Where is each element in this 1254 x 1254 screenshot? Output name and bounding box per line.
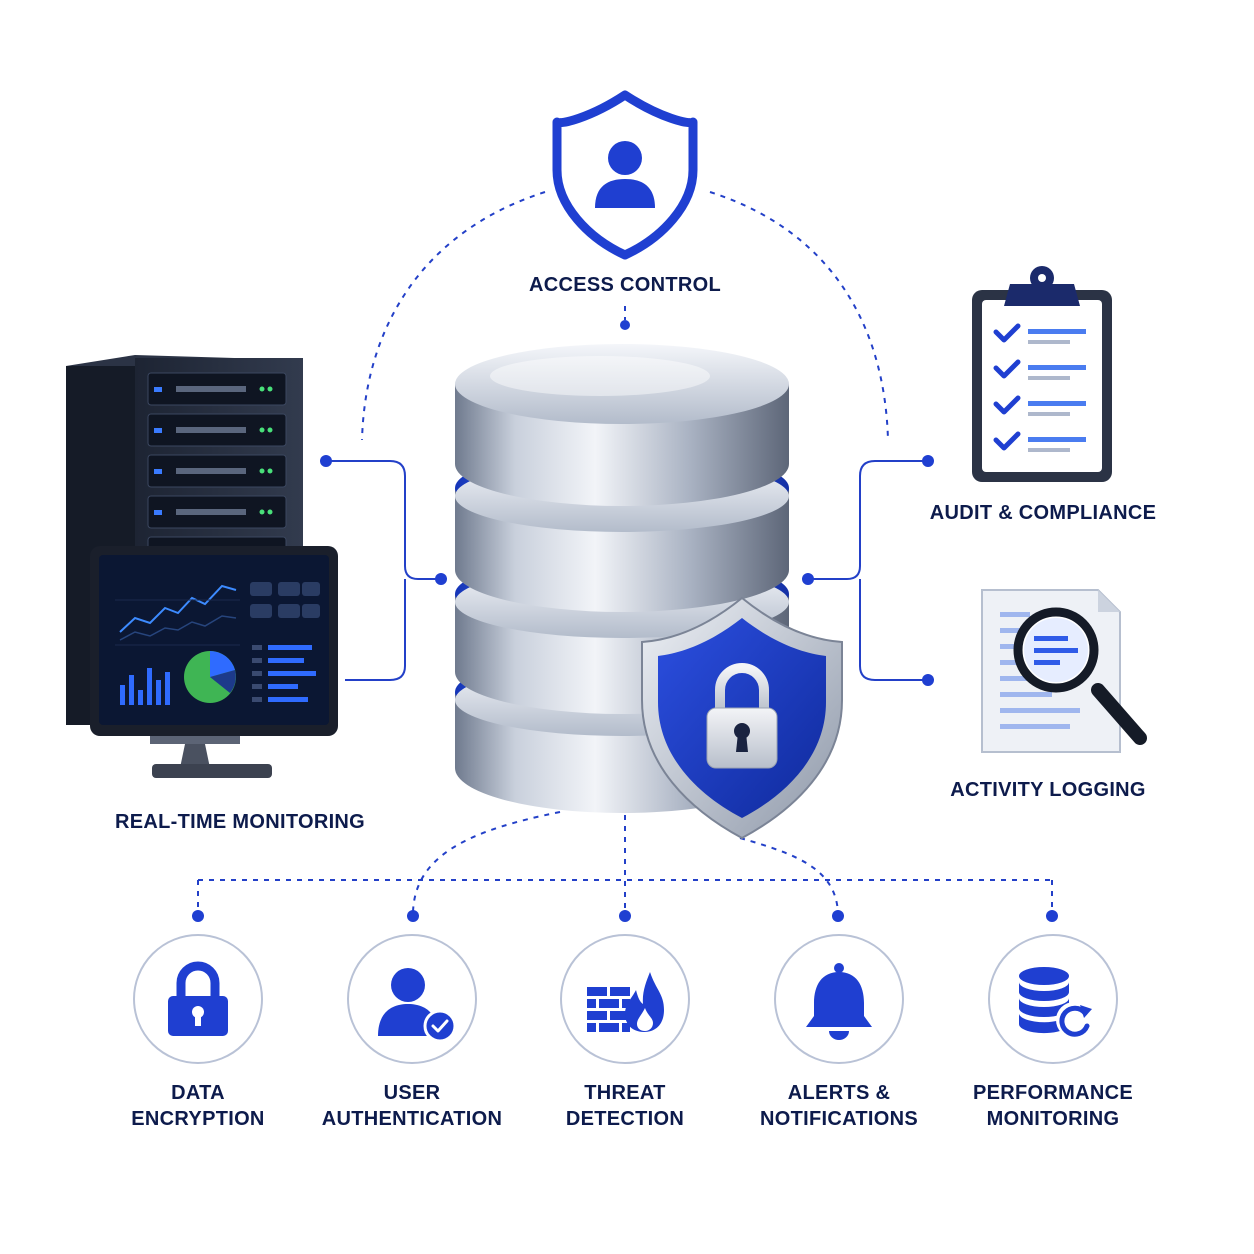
data-encryption-line1: DATA [171, 1082, 225, 1104]
user-shield-icon [552, 90, 698, 260]
user-check-icon [378, 968, 457, 1043]
access-control-label: ACCESS CONTROL [529, 274, 721, 296]
document-magnifier-icon [981, 589, 1147, 753]
clipboard-checklist-icon [972, 266, 1112, 482]
performance-monitoring-line2: MONITORING [986, 1108, 1120, 1130]
connector-left [326, 460, 441, 681]
solid-connectors [326, 460, 928, 681]
alerts-notifications-label: ALERTS & NOTIFICATIONS [729, 1080, 949, 1132]
database-refresh-icon [1018, 967, 1092, 1038]
server-monitor-icon [66, 355, 338, 778]
real-time-monitoring-label: REAL-TIME MONITORING [114, 811, 366, 833]
lock-icon [168, 961, 228, 1036]
user-authentication-label: USER AUTHENTICATION [302, 1080, 522, 1132]
bell-icon [806, 963, 872, 1040]
shield-lock-icon [641, 596, 843, 840]
data-encryption-label: DATA ENCRYPTION [98, 1080, 298, 1132]
connector-right [808, 460, 928, 681]
alerts-notifications-line2: NOTIFICATIONS [760, 1108, 918, 1130]
connector-bottom-alerts [739, 837, 839, 913]
connector-bottom-ends [197, 880, 1053, 912]
connector-top-left [361, 191, 546, 441]
performance-monitoring-line1: PERFORMANCE [973, 1082, 1133, 1104]
threat-detection-label: THREAT DETECTION [525, 1080, 725, 1132]
activity-logging-label: ACTIVITY LOGGING [950, 779, 1146, 801]
dashboard-screen [115, 582, 320, 705]
threat-detection-line1: THREAT [584, 1082, 666, 1104]
connector-dots [192, 320, 1058, 922]
performance-monitoring-label: PERFORMANCE MONITORING [943, 1080, 1163, 1132]
rack-units [147, 372, 287, 558]
dashed-connectors [197, 191, 1053, 913]
connector-top-right [709, 191, 889, 441]
firewall-fire-icon [587, 972, 664, 1032]
alerts-notifications-line1: ALERTS & [787, 1082, 891, 1104]
audit-compliance-label: AUDIT & COMPLIANCE [929, 502, 1157, 524]
data-encryption-line2: ENCRYPTION [131, 1108, 265, 1130]
connector-bottom-user [412, 811, 561, 913]
threat-detection-line2: DETECTION [565, 1108, 685, 1130]
user-authentication-line1: USER [383, 1082, 441, 1104]
user-authentication-line2: AUTHENTICATION [321, 1108, 503, 1130]
